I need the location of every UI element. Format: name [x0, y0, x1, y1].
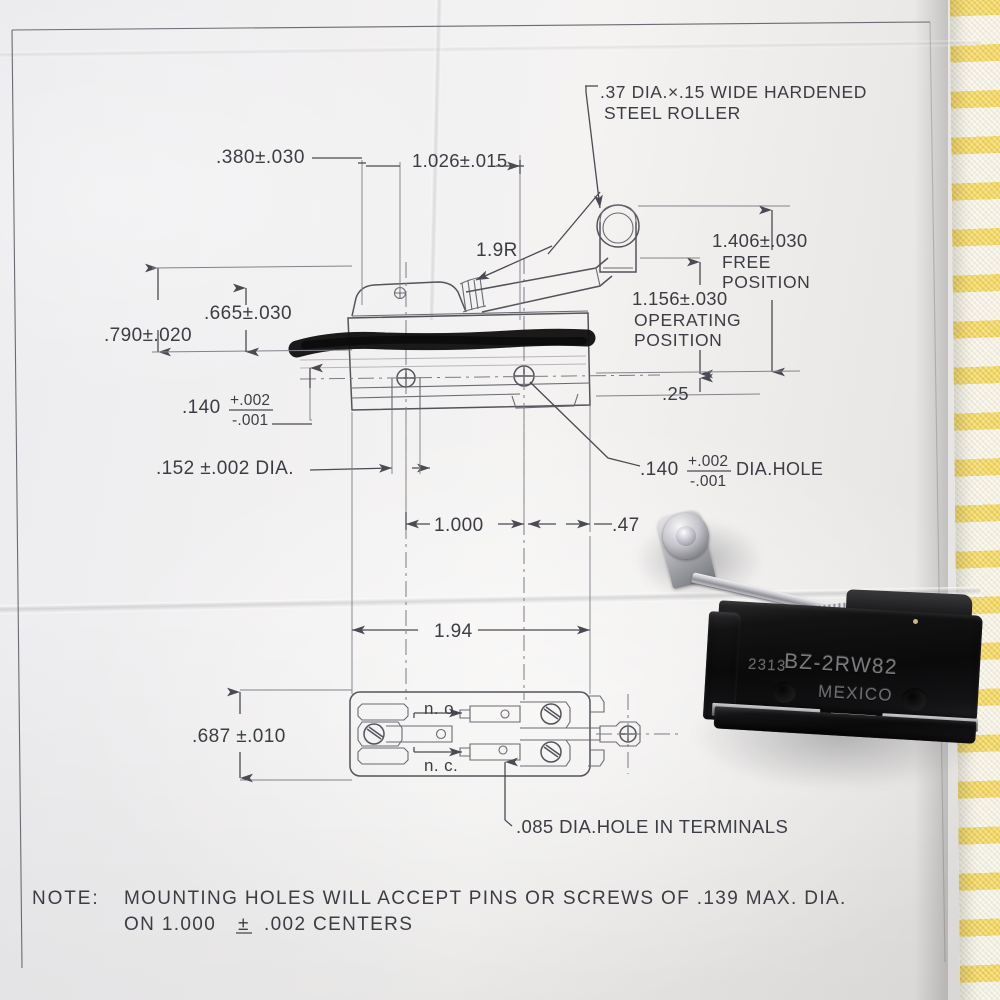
left-vertical-dimensions [145, 263, 430, 474]
label-dim-1026: 1.026±.015 [412, 150, 507, 171]
note-block: NOTE: MOUNTING HOLES WILL ACCEPT PINS OR… [32, 888, 847, 935]
label-dim-1000: 1.000 [434, 515, 484, 536]
top-dimension-lines [312, 155, 524, 320]
note-line-2-symbol: ± [238, 914, 248, 935]
note-line-1: MOUNTING HOLES WILL ACCEPT PINS OR SCREW… [124, 888, 847, 909]
label-dim-140-hole-minus: -.001 [690, 473, 726, 490]
label-dim-25: .25 [662, 383, 689, 404]
dia-hole-leader [529, 381, 641, 467]
label-dim-152: .152 ±.002 DIA. [156, 458, 294, 479]
drawing-border-frame [11, 21, 946, 969]
label-dim-665: .665±.030 [204, 303, 292, 324]
label-dim-140-plus: +.002 [230, 392, 270, 409]
label-operating-position-dim: 1.156±.030 [632, 288, 727, 309]
roller-lever-assembly [465, 85, 640, 313]
label-roller-note-2: STEEL ROLLER [604, 103, 741, 123]
right-vertical-dimensions [595, 205, 801, 397]
label-dim-140-hole-suffix: DIA.HOLE [736, 459, 823, 479]
label-free-position-1: FREE [722, 252, 771, 272]
label-terminal-no: n. o. [424, 699, 459, 718]
label-terminal-nc: n. c. [424, 756, 458, 775]
note-label: NOTE: [32, 888, 100, 909]
label-free-position-2: POSITION [722, 272, 810, 292]
label-dim-140-hole-main: .140 [640, 459, 679, 480]
label-terminal-hole-note: .085 DIA.HOLE IN TERMINALS [516, 816, 788, 837]
label-roller-note-1: .37 DIA.×.15 WIDE HARDENED [600, 82, 867, 102]
label-operating-position-1: OPERATING [634, 310, 741, 330]
label-dim-380: .380±.030 [216, 147, 305, 168]
label-dim-687: .687 ±.010 [192, 726, 286, 747]
label-free-position-dim: 1.406±.030 [712, 230, 807, 251]
label-dim-194: 1.94 [434, 621, 473, 642]
drawing-text-labels: .37 DIA.×.15 WIDE HARDENED STEEL ROLLER … [104, 82, 867, 837]
note-line-2-post: .002 CENTERS [264, 914, 413, 935]
label-dim-140-hole-plus: +.002 [688, 453, 728, 470]
switch-body-outline [288, 258, 661, 700]
label-dim-47: .47 [612, 515, 640, 536]
note-line-2-pre: ON 1.000 [124, 914, 216, 935]
label-dim-140-minus: -.001 [232, 412, 268, 429]
label-operating-position-2: POSITION [634, 330, 722, 350]
label-dim-790: .790±.020 [104, 325, 192, 346]
label-dim-140-main: .140 [182, 397, 221, 418]
terminal-plan-view [227, 640, 680, 827]
label-lever-radius: 1.9R [476, 240, 518, 261]
lower-horizontal-dimensions [351, 406, 612, 640]
